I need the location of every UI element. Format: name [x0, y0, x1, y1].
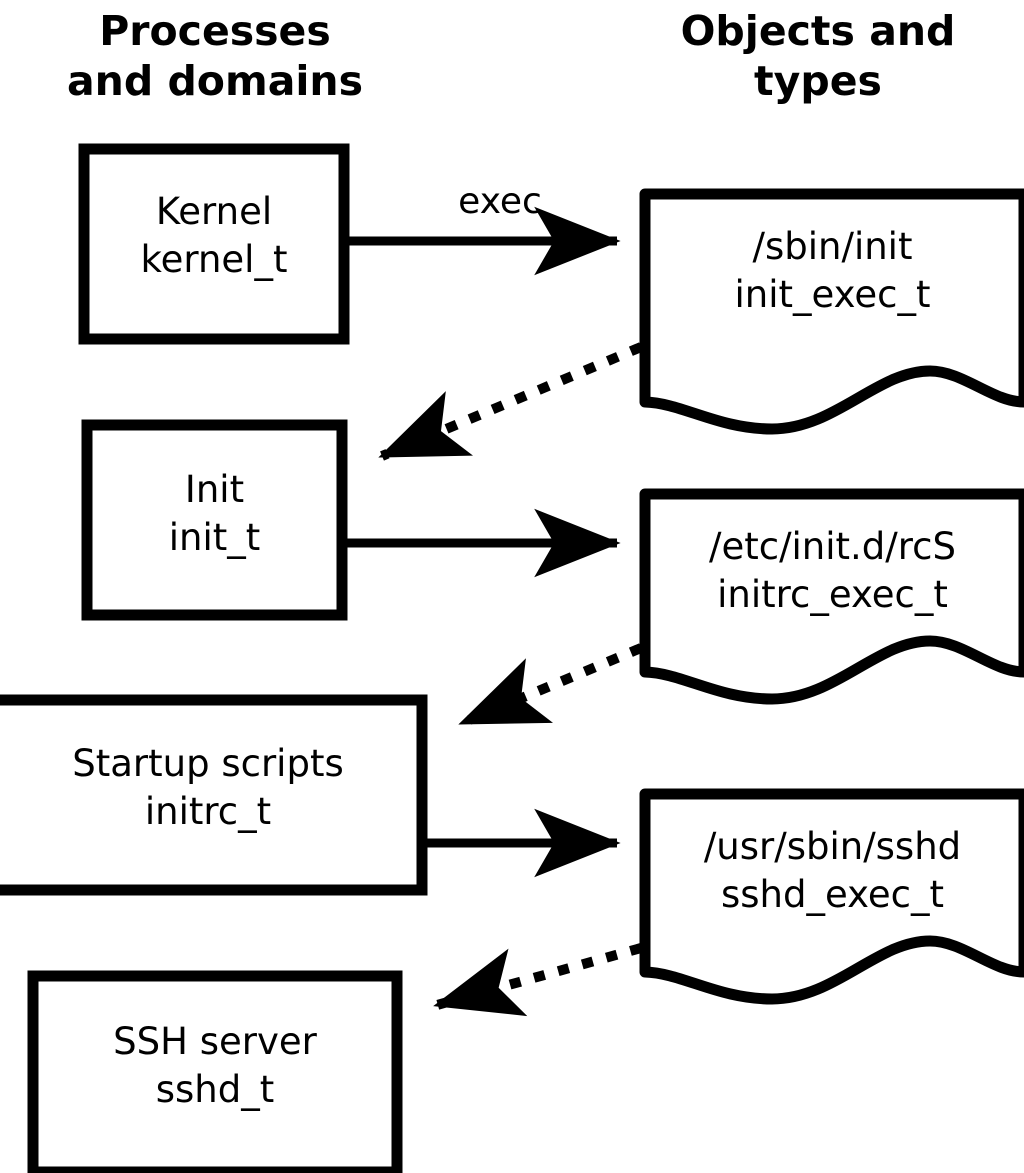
- process-box-sshd[interactable]: [27, 970, 403, 1173]
- process-box-kernel[interactable]: [78, 143, 350, 345]
- edge-initrc-exec-transition: [458, 643, 643, 728]
- column-header-objects: Objects and types: [680, 7, 956, 105]
- process-box-init[interactable]: [81, 419, 348, 621]
- edge-init-exec-transition: [378, 342, 643, 461]
- object-doc-sshd-exec[interactable]: [639, 788, 1024, 1005]
- object-doc-init-exec[interactable]: [639, 188, 1024, 435]
- object-doc-initrc-exec[interactable]: [639, 488, 1024, 705]
- column-header-processes: Processes and domains: [66, 7, 364, 105]
- edge-label-exec: exec: [458, 181, 542, 222]
- process-box-initrc[interactable]: [0, 694, 428, 896]
- edge-sshd-exec-transition: [433, 943, 643, 1017]
